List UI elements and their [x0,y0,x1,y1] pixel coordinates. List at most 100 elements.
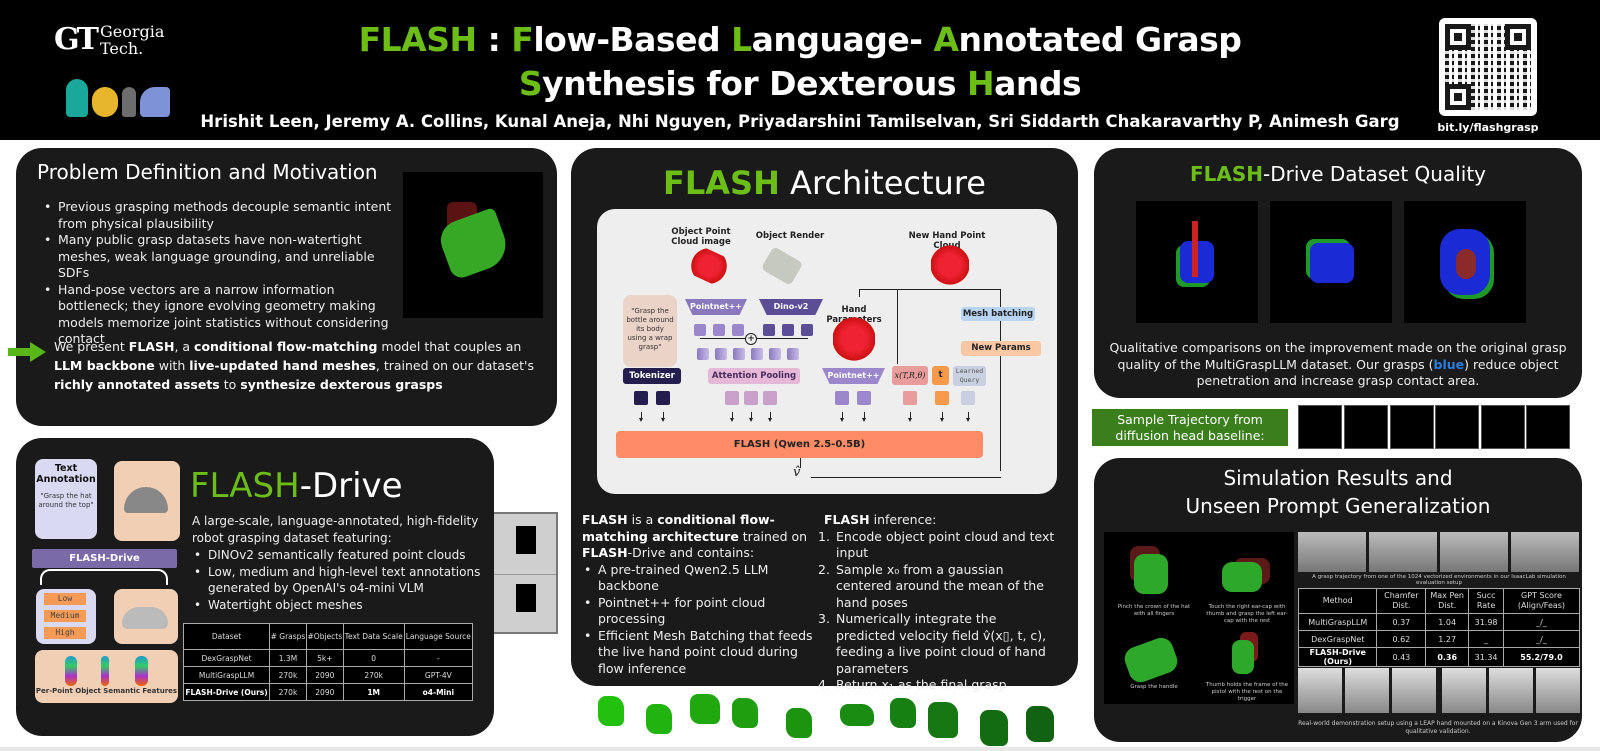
gt-text-line1: Georgia [99,21,165,41]
semantic-object-1 [65,656,77,686]
t-param-box: t [932,366,949,385]
table-cell: 0.36 [1425,647,1470,667]
qr-finder-bl [1445,84,1471,110]
flash-drive-title: FLASH-Drive [190,466,403,506]
real-world-photo [1345,668,1389,713]
column-header: Dataset [182,623,271,650]
attention-pooling-box: Attention Pooling [708,368,800,384]
token [732,324,744,336]
text-run: -Drive and contains: [627,545,755,560]
trajectory-label: Sample Trajectory from diffusion head ba… [1092,409,1288,446]
semantic-object-2 [101,656,109,686]
text-token [634,391,648,405]
table-cell: MultiGraspLLM [1297,613,1378,631]
inference-step: 3.Numerically integrate the predicted ve… [818,611,1047,676]
inference-steps: FLASH inference: 1.Encode object point c… [818,512,1058,694]
text-annotation-quote: "Grasp the hat around the top" [38,492,94,509]
baseline-trajectory-frame [1435,405,1479,449]
table-cell: FLASH-Drive (Ours) [1297,647,1378,667]
problem-bullet: Hand-pose vectors are a narrow informati… [42,282,392,348]
hand-frame [928,702,958,738]
prompt-caption: Grasp the handle [1130,684,1178,690]
text-run: ynthesis for Dexterous [542,64,967,103]
text-run: conditional flow-matching architecture [582,512,775,544]
fused-token [715,348,727,360]
accent-text: FLASH [582,545,628,560]
text-run: conditional flow-matching [194,339,378,354]
hand-frame [646,704,672,734]
title-rest: Architecture [779,164,986,202]
table-cell: 1.27 [1425,630,1470,648]
usb-slot-top [516,526,536,554]
column-header: Max Pen Dist. [1425,588,1470,614]
text-run: We present [54,339,129,354]
problem-bullets: Previous grasping methods decouple seman… [42,199,392,348]
table-cell: 31.34 [1468,647,1504,667]
title-accent: FLASH [663,164,780,202]
quality-comparison-image-2 [1270,201,1392,323]
column-header: #Objects [305,623,344,650]
authors: Hrishit Leen, Jeremy A. Collins, Kunal A… [200,112,1400,131]
object-pointcloud-image [684,243,734,289]
text-token [656,391,670,405]
title-accent: FLASH [190,466,300,506]
qr-link[interactable]: bit.ly/flashgrasp [1437,121,1539,134]
hand-frame [598,696,624,726]
unseen-prompt-results: Pinch the crown of the hat with all fing… [1104,532,1294,704]
flash-drive-bar: FLASH-Drive [32,549,177,568]
text-run: model that couples an [377,339,522,354]
text-run: live-updated hand meshes [189,358,376,373]
architecture-title: FLASH Architecture [571,164,1078,202]
pooled-token [744,391,758,405]
simulation-caption: A grasp trajectory from one of the 1024 … [1312,574,1566,586]
bottom-edge [0,747,1600,751]
text-run: richly annotated assets [54,377,220,392]
baseline-trajectory-frame [1344,405,1388,449]
table-cell: 55.2/79.0 [1502,647,1581,667]
title-rest: -Drive [299,466,403,506]
fused-token [733,348,745,360]
baseline-trajectory-frame [1298,405,1342,449]
pooled-token [763,391,777,405]
flash-qwen-model-bar: FLASH (Qwen 2.5-0.5B) [616,431,983,458]
pair-logo-r [140,87,170,117]
table-cell: DexGraspNet [1297,630,1378,648]
text-run: , a [174,339,195,354]
text-run: LLM backbone [54,358,155,373]
pointnet-encoder: Pointnet++ [685,299,747,315]
qr-finder-tl [1445,24,1471,50]
table-cell: 1.04 [1425,613,1470,631]
real-world-photo [1442,668,1486,713]
velocity-symbol: v̂ [793,465,801,480]
pair-logo-p [66,79,88,117]
pointnet-hand-encoder: Pointnet++ [822,368,885,384]
hand-frame [786,708,812,738]
text-run: to [219,377,241,392]
column-header: Chamfer Dist. [1376,588,1427,614]
inference-step: 4.Return x₁ as the final grasp [818,677,1007,692]
isaaclab-frame [1298,532,1366,572]
table-cell: 31.98 [1468,613,1504,631]
accent-text: H [966,64,995,103]
new-hand-pointcloud [931,245,969,285]
pair-lab-logo [66,77,170,117]
qr-code[interactable] [1439,18,1537,116]
table-cell: 0.43 [1376,647,1427,667]
inference-step: 1.Encode object point cloud and text inp… [818,528,1055,561]
token [801,324,813,336]
mesh-batching-box: Mesh batching [961,307,1035,321]
text-run: , trained on our dataset's [375,358,534,373]
table-cell: 1M [342,683,405,701]
dataset-quality-description: Qualitative comparisons on the improveme… [1109,340,1567,388]
table-cell: 0 [342,649,405,667]
contribution-statement: We present FLASH, a conditional flow-mat… [54,337,534,394]
text-annotation-card: Text Annotation "Grasp the hat around th… [35,459,97,539]
text-run: synthesize dexterous grasps [240,377,443,392]
pooled-token [725,391,739,405]
architecture-bullet: Efficient Mesh Batching that feeds the l… [582,628,814,678]
accent-text: FLASH [582,512,628,527]
table-cell: 270k [342,666,405,684]
